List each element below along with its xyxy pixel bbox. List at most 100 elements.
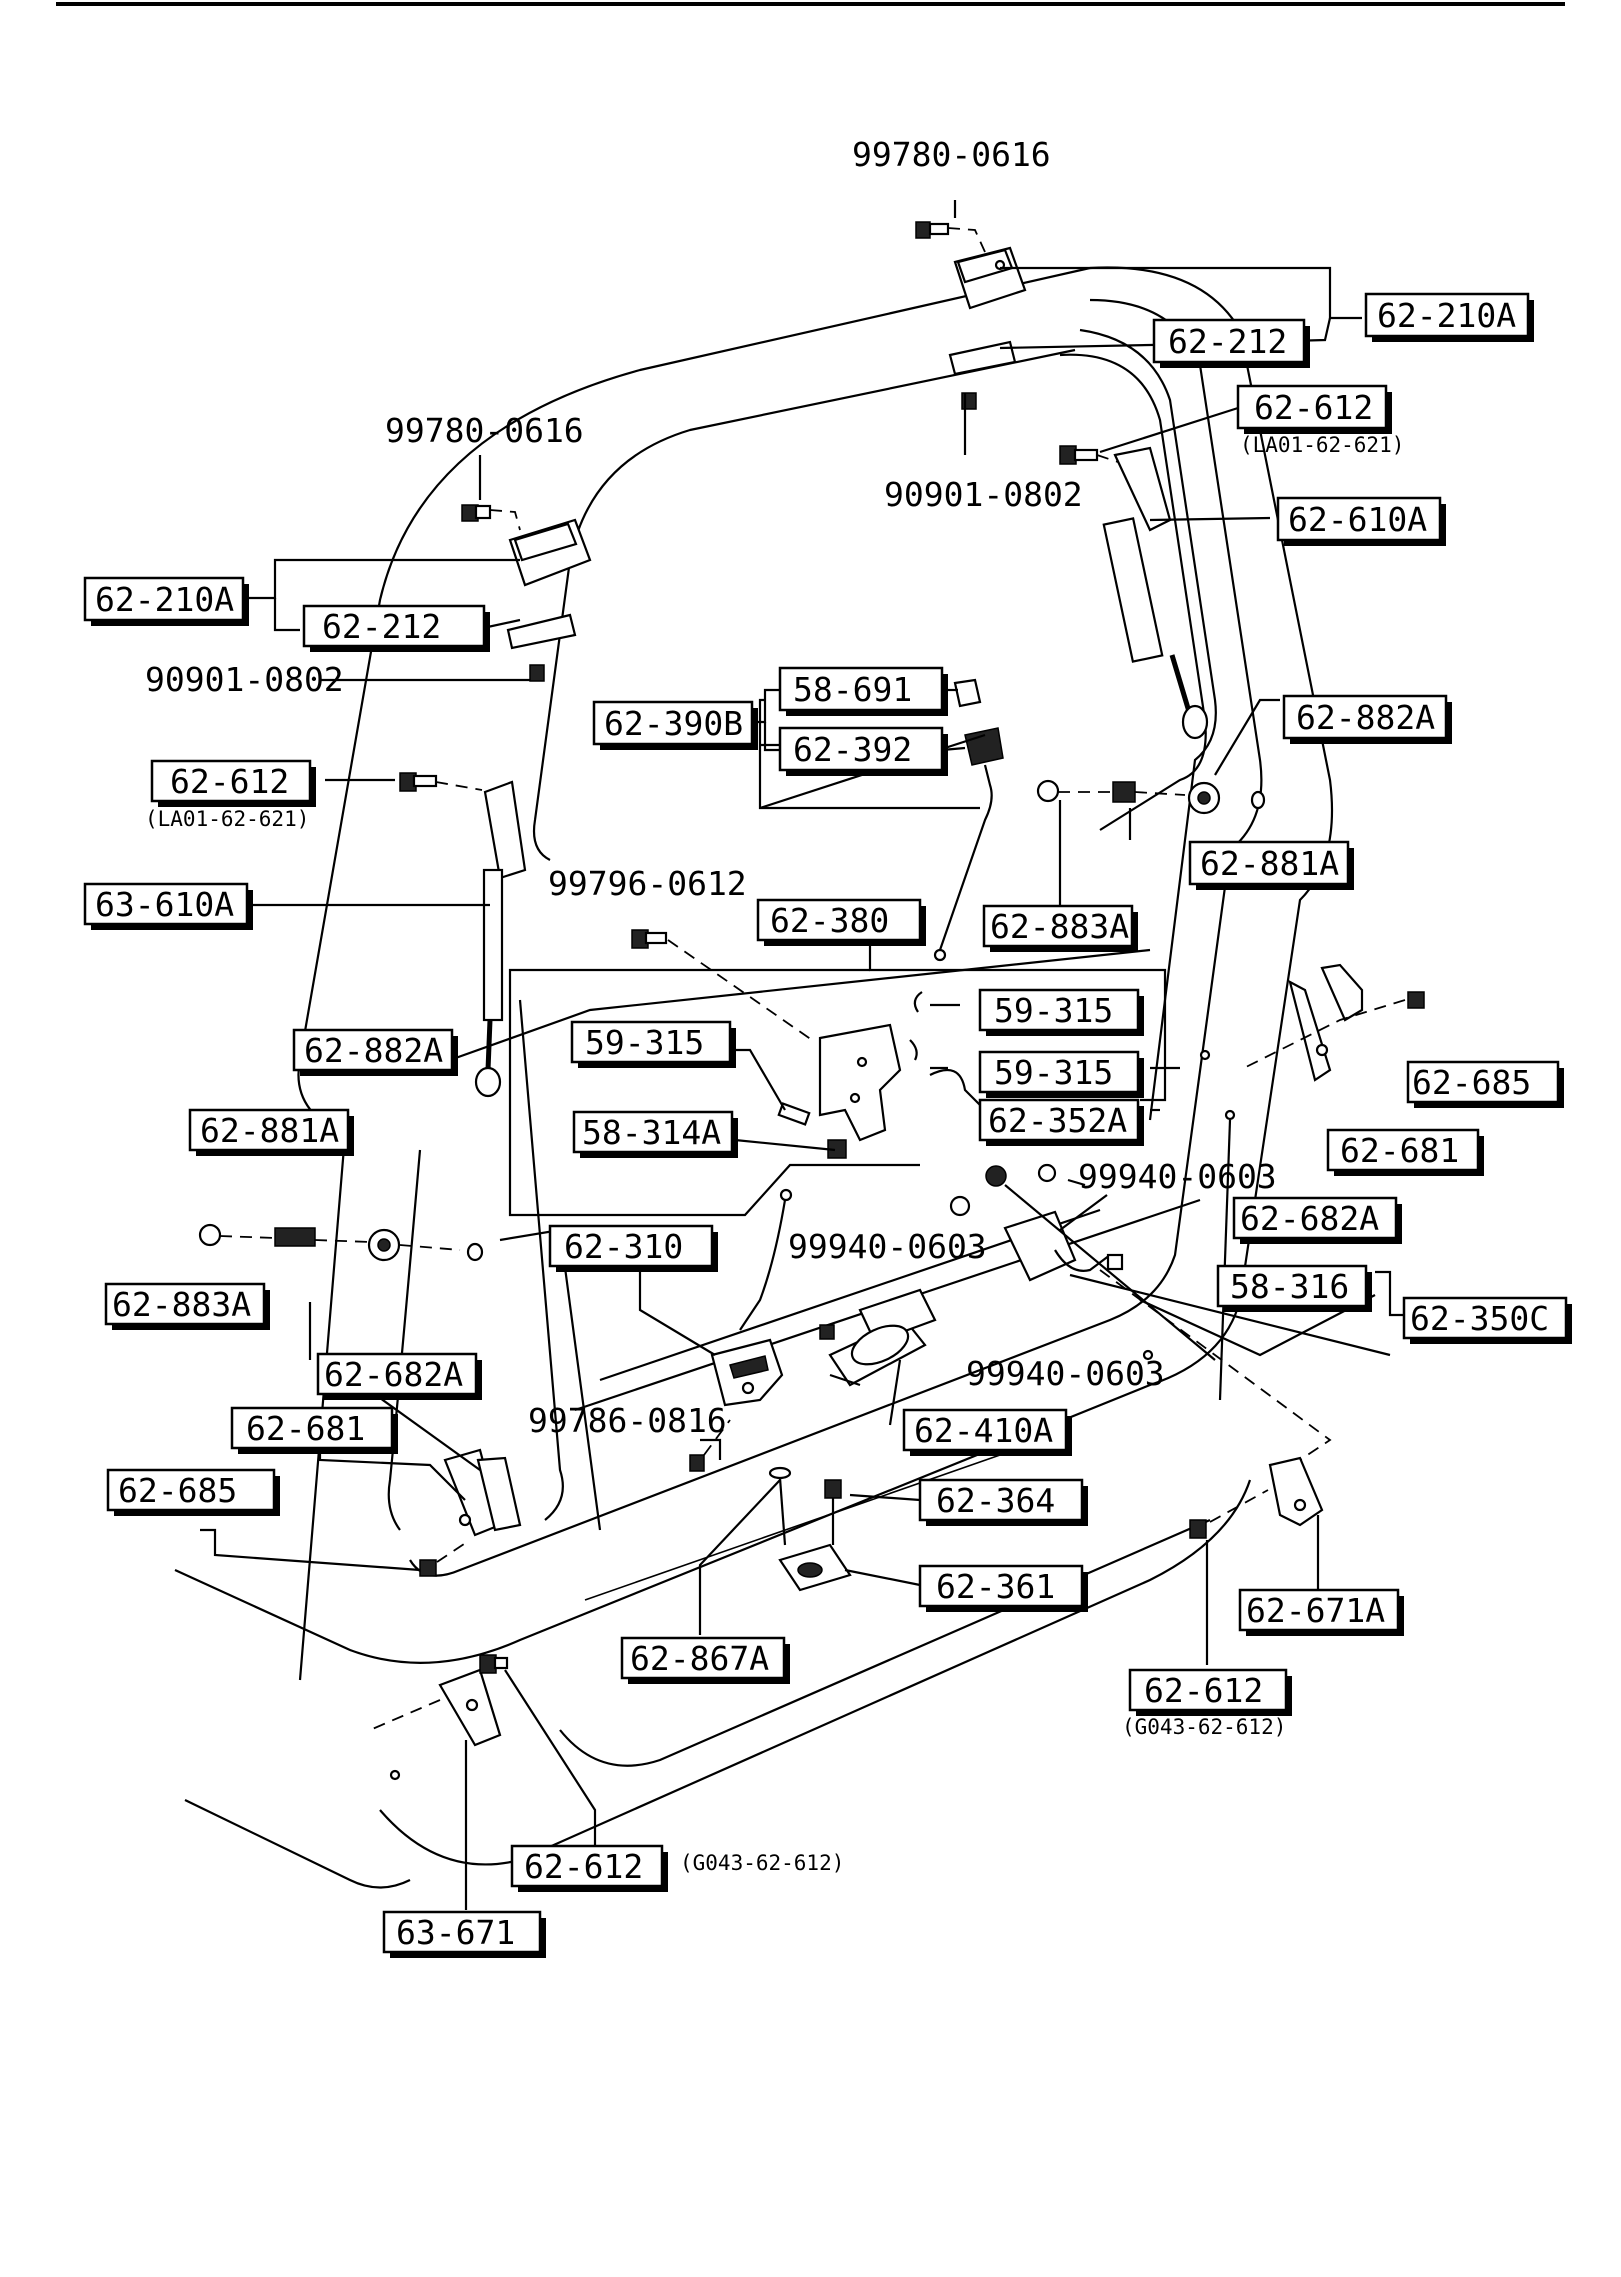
- svg-text:62-380: 62-380: [770, 901, 889, 940]
- callout-59-315-upper: 59-315: [978, 988, 1144, 1036]
- bolt-icon: [461, 504, 492, 522]
- callout-62-612-left: 62-612: [150, 759, 316, 807]
- label-99780-0616-left: 99780-0616: [385, 411, 584, 450]
- callout-62-210A-left: 62-210A: [83, 576, 249, 626]
- bolt-icon: [1059, 445, 1099, 465]
- alt-G043-62-612-left: (G043-62-612): [680, 1851, 844, 1875]
- callout-62-612-g-right: 62-612: [1128, 1668, 1292, 1716]
- svg-text:63-610A: 63-610A: [95, 885, 234, 924]
- svg-text:62-881A: 62-881A: [1200, 844, 1339, 883]
- label-90901-0802-right: 90901-0802: [884, 475, 1083, 514]
- callout-62-352A: 62-352A: [978, 1098, 1144, 1146]
- alt-LA01-62-621-right: (LA01-62-621): [1240, 433, 1404, 457]
- leader-lines: [200, 200, 1405, 1910]
- screw-icon: [689, 1419, 731, 1472]
- callout-62-883A-right: 62-883A: [982, 904, 1138, 952]
- leader-dashed: [436, 1539, 471, 1563]
- svg-text:62-612: 62-612: [1254, 388, 1373, 427]
- svg-text:62-612: 62-612: [524, 1847, 643, 1886]
- svg-text:62-681: 62-681: [1340, 1131, 1459, 1170]
- hinge-right: [948, 246, 1027, 410]
- leader: [941, 746, 966, 752]
- callout-62-610A: 62-610A: [1276, 496, 1446, 546]
- stopper-right: [1036, 779, 1266, 815]
- bolt-icon: [915, 221, 950, 239]
- svg-text:62-685: 62-685: [1412, 1063, 1531, 1102]
- leader-dashed: [1096, 454, 1119, 463]
- callout-62-212-right: 62-212: [1152, 318, 1310, 368]
- svg-text:59-315: 59-315: [994, 991, 1113, 1030]
- callout-59-315-mid: 59-315: [978, 1050, 1144, 1098]
- hinge-left: [506, 518, 592, 682]
- liftgate-outline: [174, 266, 1334, 1889]
- svg-text:62-610A: 62-610A: [1288, 500, 1427, 539]
- callout-62-364: 62-364: [918, 1478, 1088, 1526]
- svg-text:58-316: 58-316: [1230, 1267, 1349, 1306]
- svg-text:58-314A: 58-314A: [582, 1113, 721, 1152]
- svg-text:58-691: 58-691: [793, 670, 912, 709]
- alt-G043-62-612-right: (G043-62-612): [1122, 1715, 1286, 1739]
- bolt-icon: [479, 1654, 509, 1674]
- stopper-left: [198, 1223, 484, 1262]
- svg-text:62-310: 62-310: [564, 1227, 683, 1266]
- leader-dashed: [1099, 1269, 1332, 1461]
- body-holes: [389, 1049, 1236, 1781]
- leader-dashed: [1239, 999, 1406, 1071]
- callout-62-612-right: 62-612: [1236, 384, 1392, 434]
- svg-text:62-685: 62-685: [118, 1471, 237, 1510]
- svg-text:62-682A: 62-682A: [1240, 1199, 1379, 1238]
- gas-stay-left: [474, 780, 527, 1098]
- callout-59-315-left: 59-315: [570, 1020, 736, 1068]
- label-99940-0603-lower: 99940-0603: [966, 1354, 1165, 1393]
- label-99940-0603-upper: 99940-0603: [1078, 1157, 1277, 1196]
- callout-58-314A: 58-314A: [572, 1110, 738, 1158]
- label-99796-0612: 99796-0612: [548, 864, 747, 903]
- callout-62-881A-right: 62-881A: [1188, 840, 1354, 890]
- gas-stay-right: [1102, 446, 1209, 740]
- callout-62-212-left: 62-212: [302, 604, 490, 652]
- label-99940-0603-mid: 99940-0603: [788, 1227, 987, 1266]
- svg-text:59-315: 59-315: [994, 1053, 1113, 1092]
- callout-62-681-right: 62-681: [1326, 1128, 1484, 1176]
- svg-text:62-612: 62-612: [170, 762, 289, 801]
- callout-58-316: 58-316: [1216, 1264, 1372, 1312]
- striker: [778, 1543, 852, 1592]
- callout-62-310: 62-310: [548, 1224, 718, 1272]
- bolt-icon: [631, 929, 668, 949]
- guide-left: [438, 1668, 502, 1747]
- svg-text:62-882A: 62-882A: [304, 1031, 443, 1070]
- svg-text:62-352A: 62-352A: [988, 1101, 1127, 1140]
- label-99780-0616-right: 99780-0616: [852, 135, 1051, 174]
- svg-text:62-682A: 62-682A: [324, 1355, 463, 1394]
- bracket-line: [763, 722, 780, 752]
- svg-text:63-671: 63-671: [396, 1913, 515, 1952]
- svg-text:62-392: 62-392: [793, 730, 912, 769]
- svg-text:62-364: 62-364: [936, 1481, 1055, 1520]
- callout-62-881A-left: 62-881A: [188, 1108, 354, 1156]
- bolt-icon: [824, 1479, 842, 1545]
- svg-text:62-212: 62-212: [322, 607, 441, 646]
- callout-62-350C: 62-350C: [1402, 1296, 1572, 1344]
- callout-62-682A-left: 62-682A: [316, 1352, 482, 1400]
- bolt-icon: [419, 1559, 437, 1577]
- svg-text:62-681: 62-681: [246, 1409, 365, 1448]
- callout-62-361: 62-361: [918, 1564, 1088, 1612]
- svg-text:62-882A: 62-882A: [1296, 698, 1435, 737]
- callout-62-210A-right: 62-210A: [1364, 292, 1534, 342]
- svg-text:62-210A: 62-210A: [95, 580, 234, 619]
- bolt-icon: [1189, 1519, 1207, 1539]
- svg-text:62-867A: 62-867A: [630, 1639, 769, 1678]
- callout-62-390B: 62-390B: [592, 700, 758, 750]
- callout-62-671A: 62-671A: [1238, 1588, 1404, 1636]
- leader-dashed: [489, 509, 521, 531]
- svg-text:62-883A: 62-883A: [990, 907, 1129, 946]
- callout-63-671: 63-671: [382, 1910, 546, 1958]
- latch: [710, 1338, 784, 1407]
- striker-plate-right: [1288, 963, 1364, 1082]
- svg-text:62-883A: 62-883A: [112, 1285, 251, 1324]
- guide-right: [1268, 1456, 1324, 1527]
- svg-text:59-315: 59-315: [585, 1023, 704, 1062]
- handle: [819, 1288, 937, 1387]
- svg-text:62-612: 62-612: [1144, 1671, 1263, 1710]
